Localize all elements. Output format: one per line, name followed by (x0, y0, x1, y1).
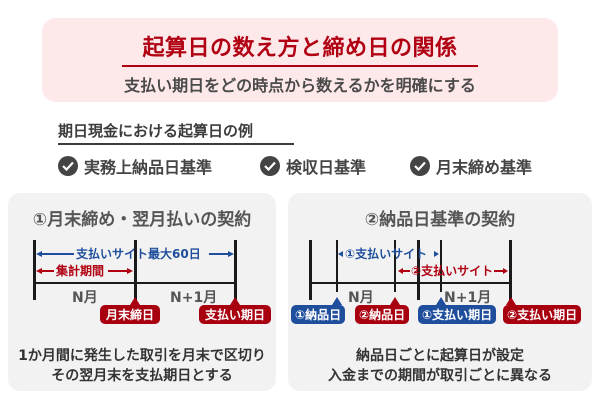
example-item: 検収日基準 (260, 154, 366, 178)
month-label: N月 (72, 290, 98, 306)
example-item-label: 検収日基準 (286, 158, 367, 177)
example-item: 実務上納品日基準 (58, 154, 212, 178)
arrow-left-icon (36, 268, 42, 274)
period-arrow-line (40, 270, 54, 272)
site-arrow-line (209, 253, 229, 255)
page-subtitle: 支払い期日をどの時点から数えるかを明確にする (124, 76, 476, 95)
month-label: N月 (348, 290, 374, 306)
marker-pointer (436, 297, 446, 305)
marker-pointer (130, 297, 140, 305)
timeline-tick (234, 240, 237, 300)
check-circle-icon (260, 156, 280, 176)
site1-label: ①支払いサイト (345, 247, 428, 261)
page-title: 起算日の数え方と締め日の関係 (142, 36, 458, 61)
site2-arrow-line (494, 270, 504, 272)
card2-description: 納品日ごとに起算日が設定 入金までの期間が取引ごとに異なる (288, 346, 592, 386)
marker-pointer (390, 297, 400, 305)
due2-tag: ②支払い期日 (503, 305, 582, 324)
period-arrow-line (108, 270, 128, 272)
month-end-tag: 月末締日 (100, 305, 161, 324)
due1-tag: ①支払い期日 (418, 305, 497, 324)
due-tick (440, 240, 442, 292)
check-circle-icon (410, 156, 430, 176)
header-banner: 起算日の数え方と締め日の関係 支払い期日をどの時点から数えるかを明確にする (42, 18, 558, 102)
example-item-label: 月末締め基準 (436, 158, 533, 177)
timeline-tick (33, 240, 36, 300)
month-label: N+1月 (170, 290, 218, 306)
card1-desc-line2: その翌月末を支払期日とする (51, 368, 233, 384)
card2-desc-line1: 納品日ごとに起算日が設定 (356, 348, 524, 364)
delivery1-tag: ①納品日 (291, 305, 346, 324)
card1-title: ①月末締め・翌月払いの契約 (32, 210, 252, 230)
site-arrow-line (40, 253, 74, 255)
marker-pointer (506, 297, 516, 305)
example-item-label: 実務上納品日基準 (84, 158, 213, 177)
site2-label: ②支払いサイト (411, 264, 494, 278)
site2-arrow-line (402, 270, 410, 272)
arrow-right-icon (228, 251, 234, 257)
month-label: N+1月 (444, 290, 492, 306)
marker-pointer (332, 297, 342, 305)
card2-desc-line2: 入金までの期間が取引ごとに異なる (328, 368, 552, 384)
timeline-tick (309, 240, 312, 300)
card-delivery-date-contract: ②納品日基準の契約 (288, 193, 592, 391)
marker-pointer (230, 297, 240, 305)
card1-desc-line1: 1か月間に発生した取引を月末で区切り (18, 348, 266, 364)
example-item: 月末締め基準 (410, 154, 532, 178)
timeline-tick (509, 240, 512, 300)
arrow-left-icon (338, 251, 343, 257)
timeline-axis (34, 282, 235, 284)
examples-heading-underline (58, 143, 294, 145)
examples-heading: 期日現金における起算日の例 (58, 122, 254, 140)
delivery-tick (336, 240, 338, 292)
timeline-axis (310, 282, 511, 284)
arrow-right-icon (434, 251, 439, 257)
due-date-tag: 支払い期日 (199, 305, 272, 324)
delivery2-tag: ②納品日 (355, 305, 410, 324)
arrow-left-icon (36, 251, 42, 257)
card1-description: 1か月間に発生した取引を月末で区切り その翌月末を支払期日とする (8, 346, 276, 386)
title-underline (122, 65, 478, 67)
arrow-right-icon (127, 268, 133, 274)
card2-title: ②納品日基準の契約 (364, 210, 516, 230)
arrow-right-icon (503, 268, 508, 274)
card-month-end-contract: ①月末締め・翌月払いの契約 (8, 193, 276, 391)
delivery-tick (394, 240, 396, 292)
period-label: 集計期間 (56, 264, 105, 278)
check-circle-icon (58, 156, 78, 176)
timeline-tick (134, 240, 137, 300)
timeline-tick (417, 240, 420, 300)
arrow-left-icon (398, 268, 403, 274)
site-label: 支払いサイト最大60日 (76, 247, 201, 261)
